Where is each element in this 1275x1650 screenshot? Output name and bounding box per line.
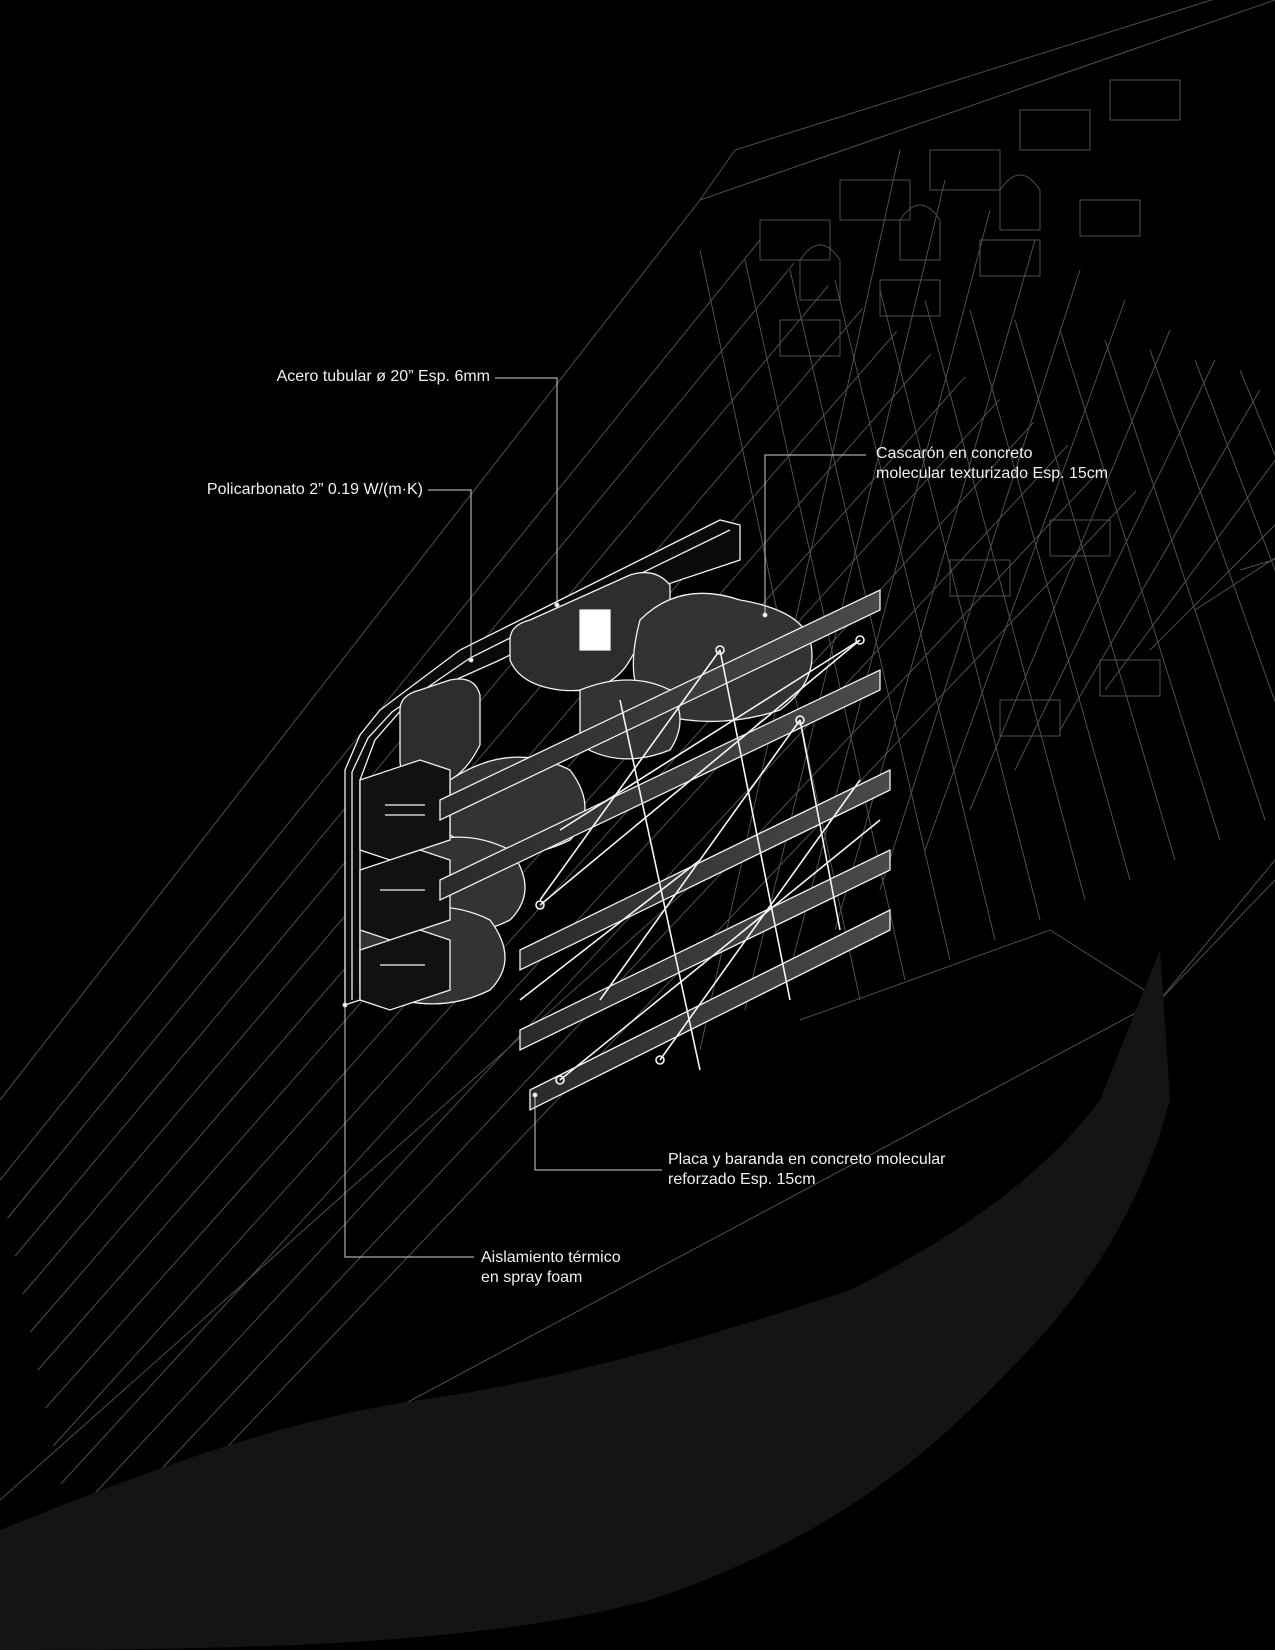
hull-rib (699, 149, 901, 1051)
label-steel-tube-text: Acero tubular ø 20” Esp. 6mm (276, 368, 490, 385)
hull-rib (924, 299, 1126, 851)
hull-rib (1104, 339, 1266, 821)
leader-steel-tube (495, 377, 558, 605)
hull-rib (1149, 524, 1275, 651)
label-insulation-line2: en spray foam (481, 1269, 583, 1286)
steel-diagrid (519, 635, 881, 1085)
hull-member (68, 444, 1069, 1523)
hull-rib (1194, 557, 1275, 611)
label-insulation-line1: Aislamiento térmico (481, 1249, 621, 1266)
label-polycarbonate-text: Policarbonato 2” 0.19 W/(m·K) (206, 481, 423, 498)
detail-module (344, 519, 891, 1112)
hull-rib (1059, 389, 1261, 731)
leader-lines (342, 377, 866, 1258)
label-steel-tube: Acero tubular ø 20” Esp. 6mm (200, 367, 490, 387)
hull-rib (1239, 369, 1275, 457)
hull-rib (969, 329, 1171, 811)
hull-rib (924, 299, 1086, 901)
label-shell-line1: Cascarón en concreto (876, 445, 1033, 462)
hull-rib (1194, 359, 1275, 572)
room-sections (359, 609, 611, 1011)
hull-member (52, 399, 1000, 1447)
hull-rib (969, 309, 1131, 881)
hull-rib (1014, 319, 1176, 861)
hull-rib (1059, 329, 1221, 841)
slab-plates (439, 588, 891, 1112)
label-polycarbonate: Policarbonato 2” 0.19 W/(m·K) (130, 480, 423, 500)
hull-rib (834, 239, 1036, 931)
hull-rib (834, 279, 996, 941)
label-shell: Cascarón en concreto molecular texturiza… (876, 444, 1108, 484)
hull-rib (744, 179, 946, 1011)
hull-rib (1149, 349, 1275, 704)
leader-polycarbonate (428, 489, 472, 660)
leader-shell (764, 454, 866, 615)
label-shell-line2: molecular texturizado Esp. 15cm (876, 465, 1109, 482)
hull-rib (879, 269, 1081, 891)
label-insulation: Aislamiento térmico en spray foam (481, 1248, 621, 1288)
leader-insulation (344, 1005, 474, 1258)
hull-rib (879, 289, 1041, 921)
hull-rib (1014, 359, 1216, 771)
label-slab-line2: reforzado Esp. 15cm (668, 1171, 816, 1188)
label-slab-line1: Placa y baranda en concreto molecular (668, 1151, 946, 1168)
hull-member (83, 490, 1137, 1599)
hull-rib (1239, 558, 1275, 571)
leader-slab (534, 1095, 662, 1171)
label-slab: Placa y baranda en concreto molecular re… (668, 1150, 946, 1190)
hull-rib (1104, 459, 1275, 691)
